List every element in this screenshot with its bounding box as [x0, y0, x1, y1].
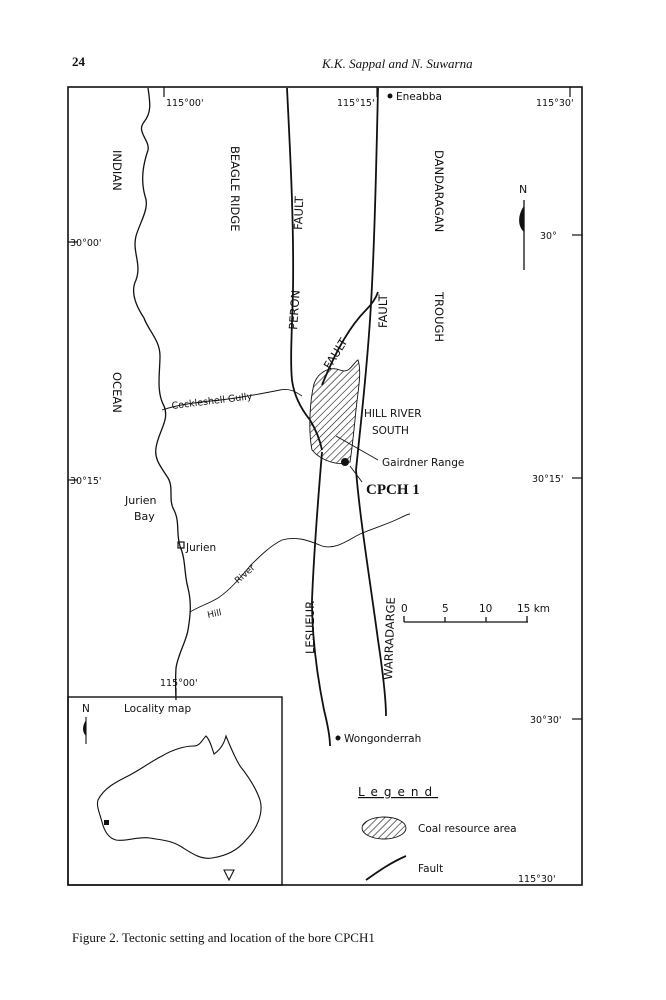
coord-115-30-bottom: 115°30' [518, 874, 556, 885]
scale-tick-5: 5 [442, 603, 449, 615]
warradarge-fault-line [355, 87, 387, 717]
coord-30-30-right: 30°30' [530, 715, 562, 726]
coord-115-00-inset: 115°00' [160, 678, 198, 689]
coord-115-15-top: 115°15' [337, 98, 375, 109]
jurien-marker [177, 541, 185, 549]
label-hill-river-south-2: SOUTH [372, 425, 409, 437]
coastline [132, 87, 191, 701]
hill-river-pointer [335, 435, 379, 461]
wongonderrah-dot [335, 735, 341, 741]
cpch1-bore-marker [341, 458, 349, 466]
label-hill-river-south-1: HILL RIVER [364, 408, 422, 420]
running-head: K.K. Sappal and N. Suwarna [322, 56, 473, 71]
legend-title: Legend [358, 785, 438, 799]
coord-30-00-left: 30°00' [70, 238, 102, 249]
label-wongonderrah: Wongonderrah [344, 733, 421, 745]
map-frame [67, 86, 583, 886]
legend-coal-label: Coal resource area [418, 823, 517, 835]
australia-outline [96, 734, 262, 859]
scale-bar [403, 616, 528, 623]
lesueur-fault-line [311, 451, 331, 747]
cockleshell-gully-river [161, 389, 303, 411]
inset-title: Locality map [124, 703, 191, 715]
legend-fault-swatch [365, 855, 407, 881]
label-fault-diagonal: FAULT [321, 335, 351, 372]
hill-river [189, 513, 411, 613]
coord-115-00-top: 115°00' [166, 98, 204, 109]
legend-fault-label: Fault [418, 863, 443, 875]
label-lesueur: LESUEUR [303, 601, 317, 654]
label-cockleshell-gully: Cockleshell Gully [171, 391, 253, 412]
coal-resource-area [309, 359, 361, 464]
scale-tick-0: 0 [401, 603, 408, 615]
tasmania-outline [223, 869, 235, 882]
eneabba-dot [387, 93, 393, 99]
label-fault-upper: FAULT [291, 195, 306, 230]
label-eneabba: Eneabba [396, 91, 442, 103]
legend: Legend Coal resource area Fault [358, 785, 517, 881]
cpch1-pointer [349, 465, 363, 483]
legend-coal-swatch [361, 816, 407, 840]
label-dandaragan: DANDARAGAN [432, 150, 446, 232]
label-cpch1: CPCH 1 [366, 482, 420, 498]
page-number: 24 [72, 54, 85, 69]
coord-30-right: 30° [540, 231, 557, 242]
inset-location-marker [104, 820, 109, 825]
label-jurien-bay-1: Jurien [124, 494, 157, 507]
label-peron: PERON [286, 289, 303, 330]
label-ocean: OCEAN [110, 372, 124, 413]
label-gairdner-range: Gairdner Range [382, 457, 464, 469]
label-jurien: Jurien [185, 542, 216, 554]
label-beagle-ridge: BEAGLE RIDGE [228, 146, 242, 231]
label-trough: TROUGH [432, 291, 446, 342]
scale-tick-15km: 15 km [517, 603, 550, 615]
coord-115-30-top: 115°30' [536, 98, 574, 109]
north-arrow: N [519, 183, 527, 270]
label-warradarge: WARRADARGE [381, 597, 398, 680]
inset-north-label: N [82, 703, 90, 715]
coord-30-15-left: 30°15' [70, 476, 102, 487]
label-river: River [233, 563, 257, 586]
label-fault-right: FAULT [376, 293, 390, 328]
north-arrow-label: N [519, 183, 527, 196]
scale-tick-10: 10 [479, 603, 492, 615]
label-indian: INDIAN [110, 150, 124, 191]
coord-30-15-right: 30°15' [532, 474, 564, 485]
diagonal-fault-line [321, 291, 379, 386]
figure-caption: Figure 2. Tectonic setting and location … [72, 930, 375, 945]
label-hill: Hill [207, 608, 223, 621]
label-jurien-bay-2: Bay [134, 510, 155, 523]
locality-inset-frame [67, 696, 283, 886]
